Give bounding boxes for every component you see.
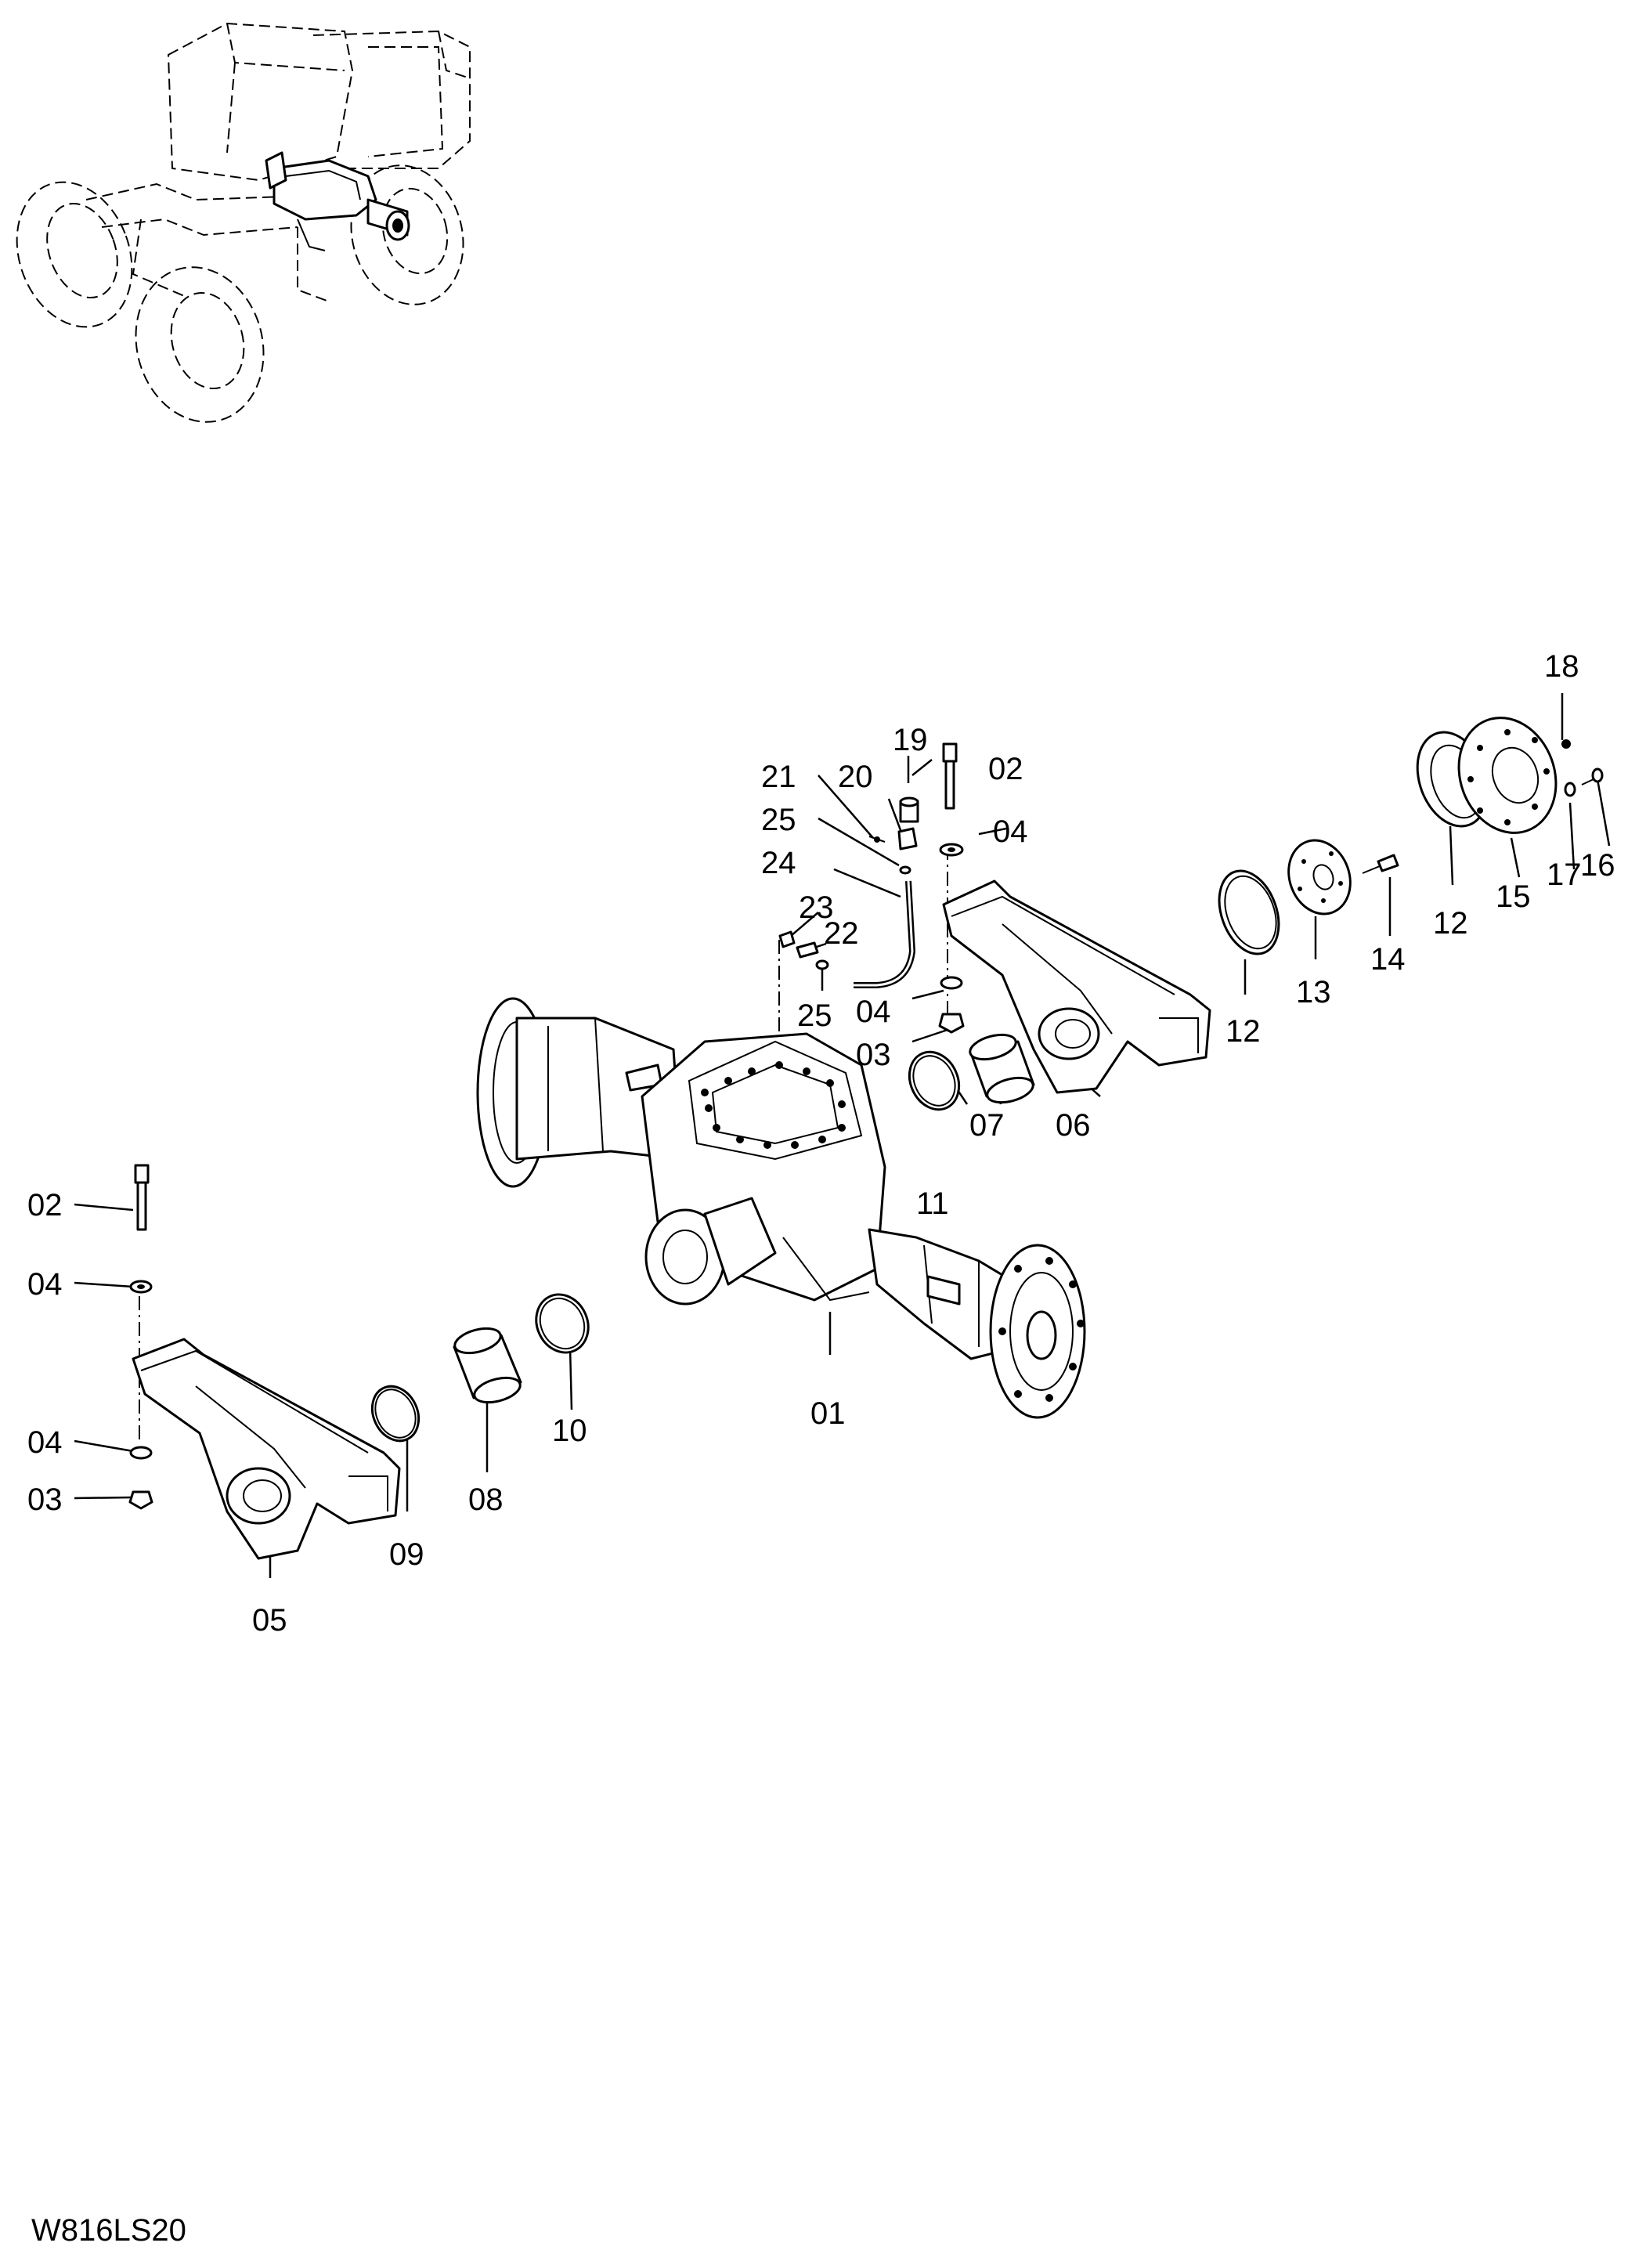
- disc-13: [1287, 839, 1352, 916]
- callout-10: 10: [552, 1414, 587, 1448]
- callout-01: 01: [810, 1396, 846, 1431]
- callout-19: 19: [893, 723, 928, 757]
- axle-support-bracket-06: [942, 879, 1211, 1094]
- callout-18: 18: [1544, 649, 1579, 684]
- callout-04-upper: 04: [993, 814, 1028, 849]
- washer-04-lower-bottom: [129, 1446, 153, 1460]
- callout-03-lower: 03: [27, 1483, 63, 1517]
- callout-25-upper: 25: [761, 803, 796, 837]
- seal-ring-25-lower: [815, 959, 829, 970]
- breather-19: [899, 796, 919, 823]
- screw-14: [1362, 854, 1399, 874]
- callout-02-upper: 02: [988, 752, 1023, 786]
- machine-locator-thumbnail: [16, 22, 471, 423]
- callout-13: 13: [1296, 975, 1331, 1009]
- seal-ring-25-upper: [899, 865, 911, 875]
- union-22: [796, 941, 819, 959]
- callout-11: 11: [916, 1186, 949, 1221]
- callout-15: 15: [1496, 879, 1531, 914]
- washer-04-lower-top: [129, 1280, 153, 1294]
- washer-17: [1564, 782, 1576, 797]
- sealing-ring-10: [535, 1293, 590, 1354]
- callout-14: 14: [1370, 942, 1406, 977]
- axle-housing-01: [476, 997, 1086, 1419]
- bolt-02-upper: [942, 742, 958, 810]
- drawing-code: W816LS20: [31, 2213, 186, 2248]
- callout-22: 22: [824, 916, 859, 951]
- callout-24: 24: [761, 846, 796, 880]
- hub-studs: [998, 1257, 1085, 1402]
- callout-09: 09: [389, 1537, 424, 1572]
- callout-20: 20: [838, 760, 873, 794]
- callout-07: 07: [969, 1108, 1005, 1143]
- bolt-02-lower: [134, 1164, 150, 1231]
- sealing-ring-09: [370, 1385, 421, 1443]
- callout-17: 17: [1547, 858, 1582, 892]
- callout-25-lower: 25: [797, 999, 832, 1033]
- plug-23: [778, 930, 796, 948]
- highlighted-rear-axle: [265, 151, 410, 251]
- washer-04-upper: [939, 843, 964, 857]
- callout-03-upper: 03: [856, 1038, 891, 1072]
- axle-support-bracket-05: [132, 1338, 401, 1560]
- bushing-08: [453, 1327, 522, 1404]
- callout-16: 16: [1580, 848, 1615, 883]
- nut-03-upper: [938, 1013, 965, 1034]
- shim-12-left: [1218, 869, 1280, 955]
- bushing-07: [969, 1033, 1035, 1104]
- callout-04-lower-top: 04: [27, 1267, 63, 1302]
- screw-21: [868, 836, 886, 843]
- callout-21: 21: [761, 760, 796, 794]
- callout-08: 08: [468, 1483, 504, 1517]
- sealing-ring-11: [908, 1050, 961, 1111]
- callout-06: 06: [1056, 1108, 1091, 1143]
- callout-04-lower-bottom: 04: [27, 1425, 63, 1460]
- leader-lines: [74, 693, 1611, 1578]
- nut-03-lower: [128, 1490, 153, 1510]
- screw-16: [1581, 767, 1604, 785]
- fitting-20: [897, 827, 918, 850]
- callout-02-lower: 02: [27, 1188, 63, 1222]
- cover-bolts: [701, 1061, 846, 1149]
- callout-labels: 18 19 02 21 20 25 04 24 16 17 15 23 12 2…: [27, 649, 1615, 1638]
- callout-12-right: 12: [1433, 906, 1468, 941]
- callout-23: 23: [799, 890, 834, 925]
- washer-04-mid: [940, 976, 963, 990]
- callout-12-left: 12: [1225, 1014, 1261, 1049]
- plug-18: [1561, 739, 1571, 749]
- callout-05: 05: [252, 1603, 287, 1638]
- callout-04-mid: 04: [856, 995, 891, 1029]
- hose-24: [854, 880, 915, 988]
- cover-plate-15: [1457, 717, 1558, 834]
